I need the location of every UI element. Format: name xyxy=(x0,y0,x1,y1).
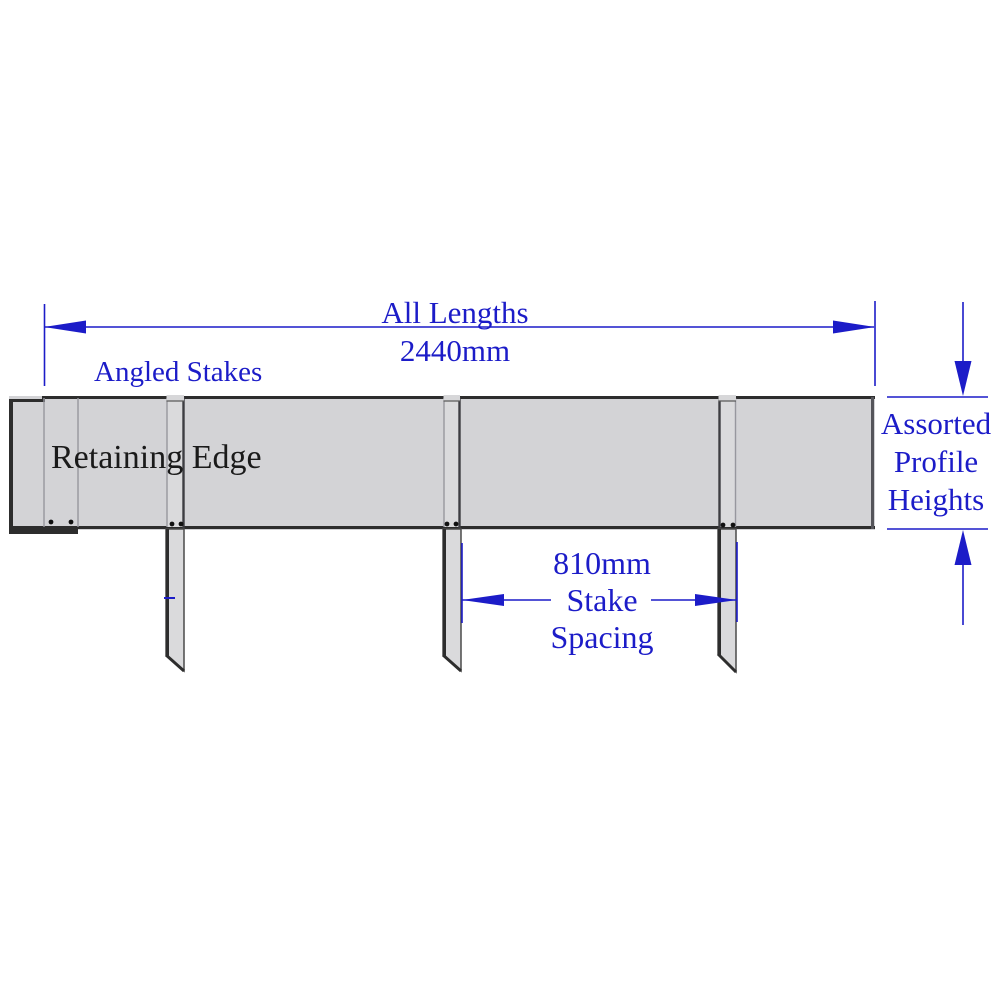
stake-strip-3 xyxy=(719,399,735,527)
profile-heights-line: Assorted xyxy=(880,406,992,441)
rivet-dot xyxy=(178,521,184,527)
profile-heights-line: Profile xyxy=(893,444,979,479)
stake-top-notch xyxy=(166,395,184,401)
stake-spacing-word2: Spacing xyxy=(550,619,654,655)
arrowhead-left-icon xyxy=(462,594,504,606)
stake-strip-2 xyxy=(444,399,459,527)
angled-stakes-label: Angled Stakes xyxy=(94,356,263,388)
stake-chamfer xyxy=(165,653,185,673)
rivet-dot xyxy=(68,519,74,525)
rivet-dot xyxy=(453,521,459,527)
left-section-bottom-flange xyxy=(9,529,78,534)
arrowhead-right-icon xyxy=(833,320,875,334)
arrowhead-right-icon xyxy=(695,594,737,606)
stake-chamfer xyxy=(442,653,462,673)
profile-heights-label: Assorted Profile Heights xyxy=(870,405,1000,519)
panel-top-border-left-section xyxy=(9,399,45,402)
rivet-dot xyxy=(48,519,54,525)
panel-right-edge xyxy=(871,397,874,529)
profile-heights-line: Heights xyxy=(887,482,985,517)
rivet-dot xyxy=(720,522,726,528)
all-lengths-label: All Lengths xyxy=(381,295,529,330)
stake-top-notch xyxy=(718,395,736,401)
arrowhead-up-icon xyxy=(954,530,972,565)
panel-left-edge xyxy=(9,399,13,534)
stake-strip-1 xyxy=(167,399,183,527)
retaining-edge-label: Retaining Edge xyxy=(51,439,262,476)
arrowhead-left-icon xyxy=(44,320,86,334)
all-lengths-value: 2440mm xyxy=(399,333,511,368)
panel-bottom-border xyxy=(9,526,875,529)
stake-spacing-value: 810mm xyxy=(553,545,651,581)
rivet-dot xyxy=(444,521,450,527)
rivet-dot xyxy=(730,522,736,528)
rivet-dot xyxy=(169,521,175,527)
stake-chamfer xyxy=(716,652,738,674)
stake-top-notch xyxy=(443,395,460,401)
arrowhead-down-icon xyxy=(954,361,972,396)
stake-spacing-word1: Stake xyxy=(566,582,638,618)
